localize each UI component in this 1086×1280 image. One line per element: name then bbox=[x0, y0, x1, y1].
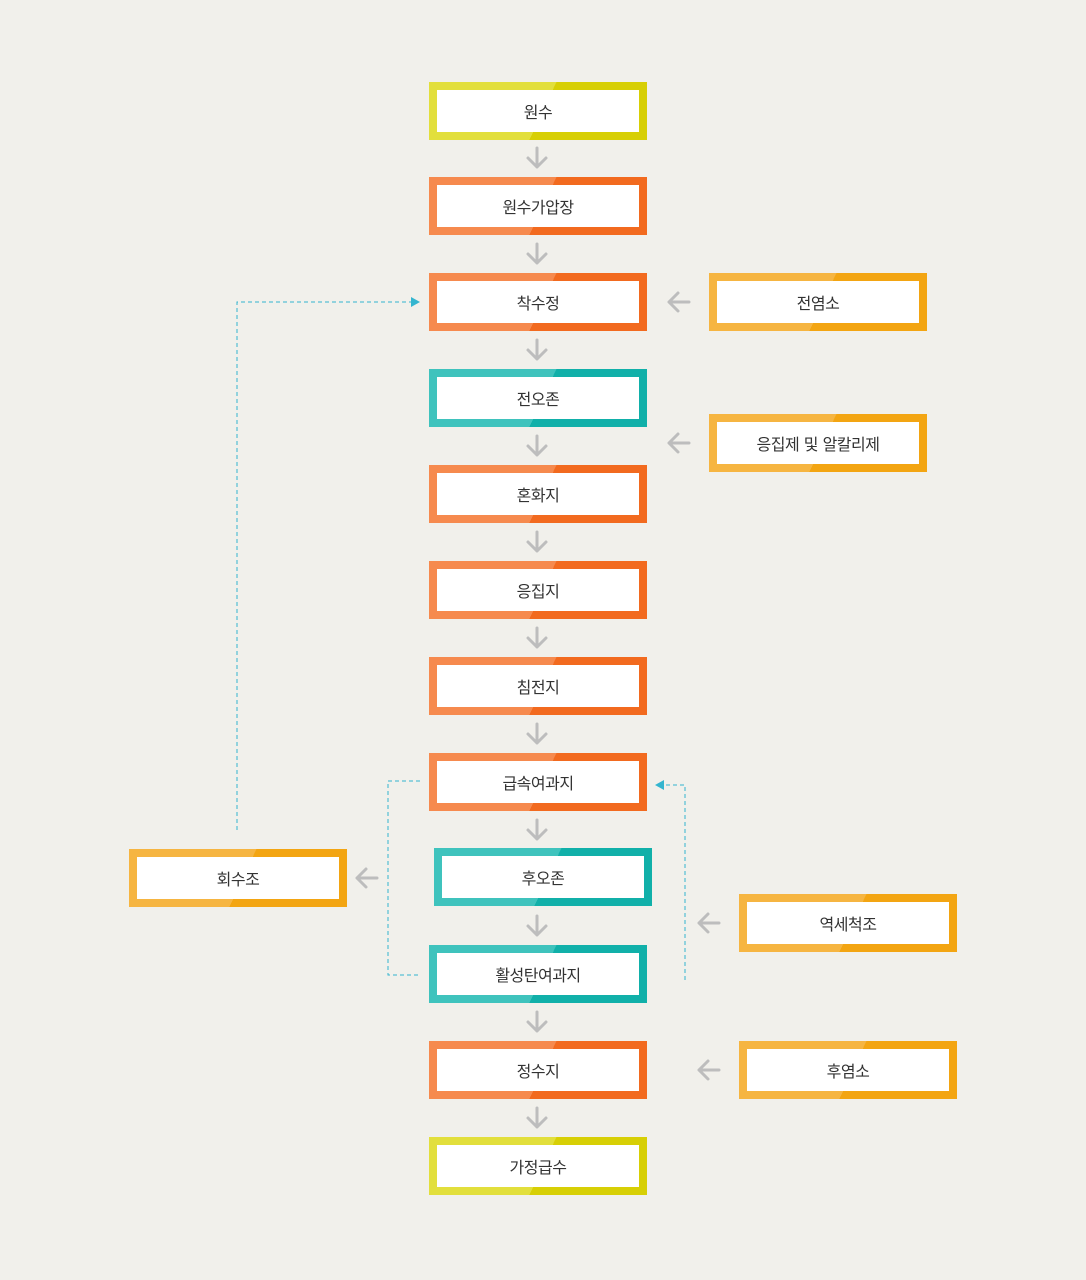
node-raw-water-pump-station: 원수가압장 bbox=[429, 177, 647, 235]
down-arrow bbox=[526, 818, 548, 841]
node-label: 침전지 bbox=[437, 665, 639, 707]
node-label: 회수조 bbox=[137, 857, 339, 899]
down-arrow bbox=[526, 338, 548, 361]
node-label: 응집제 및 알칼리제 bbox=[717, 422, 919, 464]
node-label: 전오존 bbox=[437, 377, 639, 419]
node-rapid-filter: 급속여과지 bbox=[429, 753, 647, 811]
node-label: 혼화지 bbox=[437, 473, 639, 515]
left-arrow bbox=[355, 867, 379, 889]
node-label: 원수 bbox=[437, 90, 639, 132]
left-arrow bbox=[697, 1059, 721, 1081]
down-arrow bbox=[526, 722, 548, 745]
left-arrow bbox=[697, 912, 721, 934]
backwash-drain-dashed-line bbox=[387, 780, 420, 976]
down-arrow bbox=[526, 1106, 548, 1129]
node-label: 후염소 bbox=[747, 1049, 949, 1091]
node-post-ozone: 후오존 bbox=[434, 848, 652, 906]
node-label: 활성탄여과지 bbox=[437, 953, 639, 995]
input-backwash-tank: 역세척조 bbox=[739, 894, 957, 952]
node-label: 원수가압장 bbox=[437, 185, 639, 227]
down-arrow bbox=[526, 1010, 548, 1033]
node-label: 가정급수 bbox=[437, 1145, 639, 1187]
backwash-return-arrowhead bbox=[655, 780, 664, 790]
left-arrow bbox=[667, 432, 691, 454]
node-receiving-well: 착수정 bbox=[429, 273, 647, 331]
down-arrow bbox=[526, 146, 548, 169]
input-pre-chlorine: 전염소 bbox=[709, 273, 927, 331]
node-clear-water-reservoir: 정수지 bbox=[429, 1041, 647, 1099]
node-label: 착수정 bbox=[437, 281, 639, 323]
node-label: 응집지 bbox=[437, 569, 639, 611]
node-raw-water: 원수 bbox=[429, 82, 647, 140]
node-recovery-tank: 회수조 bbox=[129, 849, 347, 907]
node-label: 역세척조 bbox=[747, 902, 949, 944]
node-label: 정수지 bbox=[437, 1049, 639, 1091]
left-arrow bbox=[667, 291, 691, 313]
node-sedimentation-basin: 침전지 bbox=[429, 657, 647, 715]
down-arrow bbox=[526, 434, 548, 457]
down-arrow bbox=[526, 530, 548, 553]
down-arrow bbox=[526, 626, 548, 649]
recycle-arrowhead bbox=[411, 297, 420, 307]
node-household-supply: 가정급수 bbox=[429, 1137, 647, 1195]
input-post-chlorine: 후염소 bbox=[739, 1041, 957, 1099]
backwash-return-dashed-line bbox=[664, 784, 686, 980]
down-arrow bbox=[526, 242, 548, 265]
node-label: 전염소 bbox=[717, 281, 919, 323]
input-coagulant-alkali: 응집제 및 알칼리제 bbox=[709, 414, 927, 472]
node-activated-carbon-filter: 활성탄여과지 bbox=[429, 945, 647, 1003]
down-arrow bbox=[526, 914, 548, 937]
recycle-dashed-line bbox=[236, 301, 411, 830]
node-label: 후오존 bbox=[442, 856, 644, 898]
node-pre-ozone: 전오존 bbox=[429, 369, 647, 427]
node-coagulation-basin: 응집지 bbox=[429, 561, 647, 619]
node-mixing-basin: 혼화지 bbox=[429, 465, 647, 523]
node-label: 급속여과지 bbox=[437, 761, 639, 803]
